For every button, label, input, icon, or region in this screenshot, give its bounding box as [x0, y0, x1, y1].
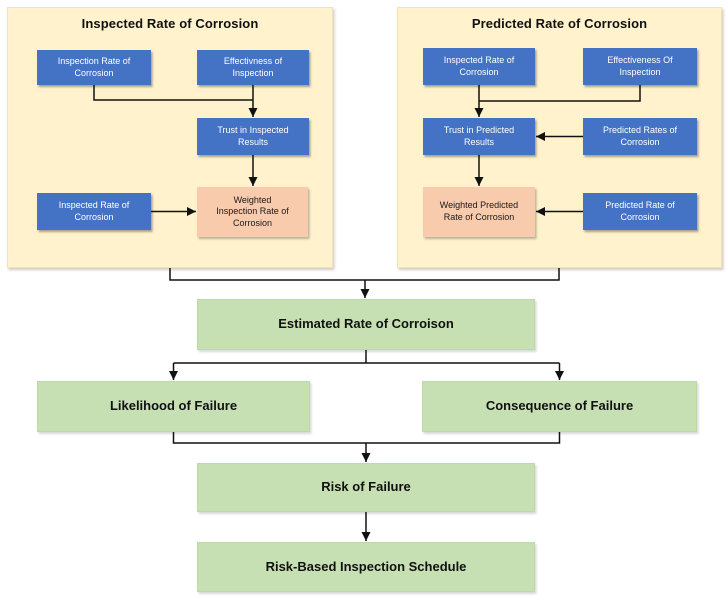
panel-title-inspected: Inspected Rate of Corrosion — [81, 16, 259, 31]
connector-failure-merge-bracket — [172, 432, 561, 444]
node-likelihood-of-failure: Likelihood of Failure — [37, 381, 310, 432]
connector-panels-merge-bracket — [169, 268, 560, 281]
node-consequence-of-failure: Consequence of Failure — [422, 381, 697, 432]
node-estimated-rate-of-corrosion: Estimated Rate of Corroison — [197, 299, 535, 350]
node-risk-of-failure: Risk of Failure — [197, 463, 535, 512]
node-inspection-rate-of-corrosion: Inspection Rate of Corrosion — [37, 50, 151, 85]
node-risk-based-inspection-schedule: Risk-Based Inspection Schedule — [197, 542, 535, 592]
node-effectiveness-of-inspection: Effectiveness Of Inspection — [583, 48, 697, 85]
node-inspected-rate-of-corrosion-left: Inspected Rate of Corrosion — [37, 193, 151, 230]
node-weighted-predicted-rate: Weighted Predicted Rate of Corrosion — [423, 187, 535, 237]
node-predicted-rates-of-corrosion: Predicted Rates of Corrosion — [583, 118, 697, 155]
node-predicted-rate-of-corrosion: Predicted Rate of Corrosion — [583, 193, 697, 230]
node-trust-in-inspected-results: Trust in Inspected Results — [197, 118, 309, 155]
node-inspected-rate-of-corrosion-right: Inspected Rate of Corrosion — [423, 48, 535, 85]
node-effectivness-of-inspection: Effectivness of Inspection — [197, 50, 309, 85]
node-weighted-inspection-rate: Weighted Inspection Rate of Corrosion — [197, 187, 308, 237]
node-trust-in-predicted-results: Trust in Predicted Results — [423, 118, 535, 155]
panel-title-predicted: Predicted Rate of Corrosion — [471, 16, 648, 31]
